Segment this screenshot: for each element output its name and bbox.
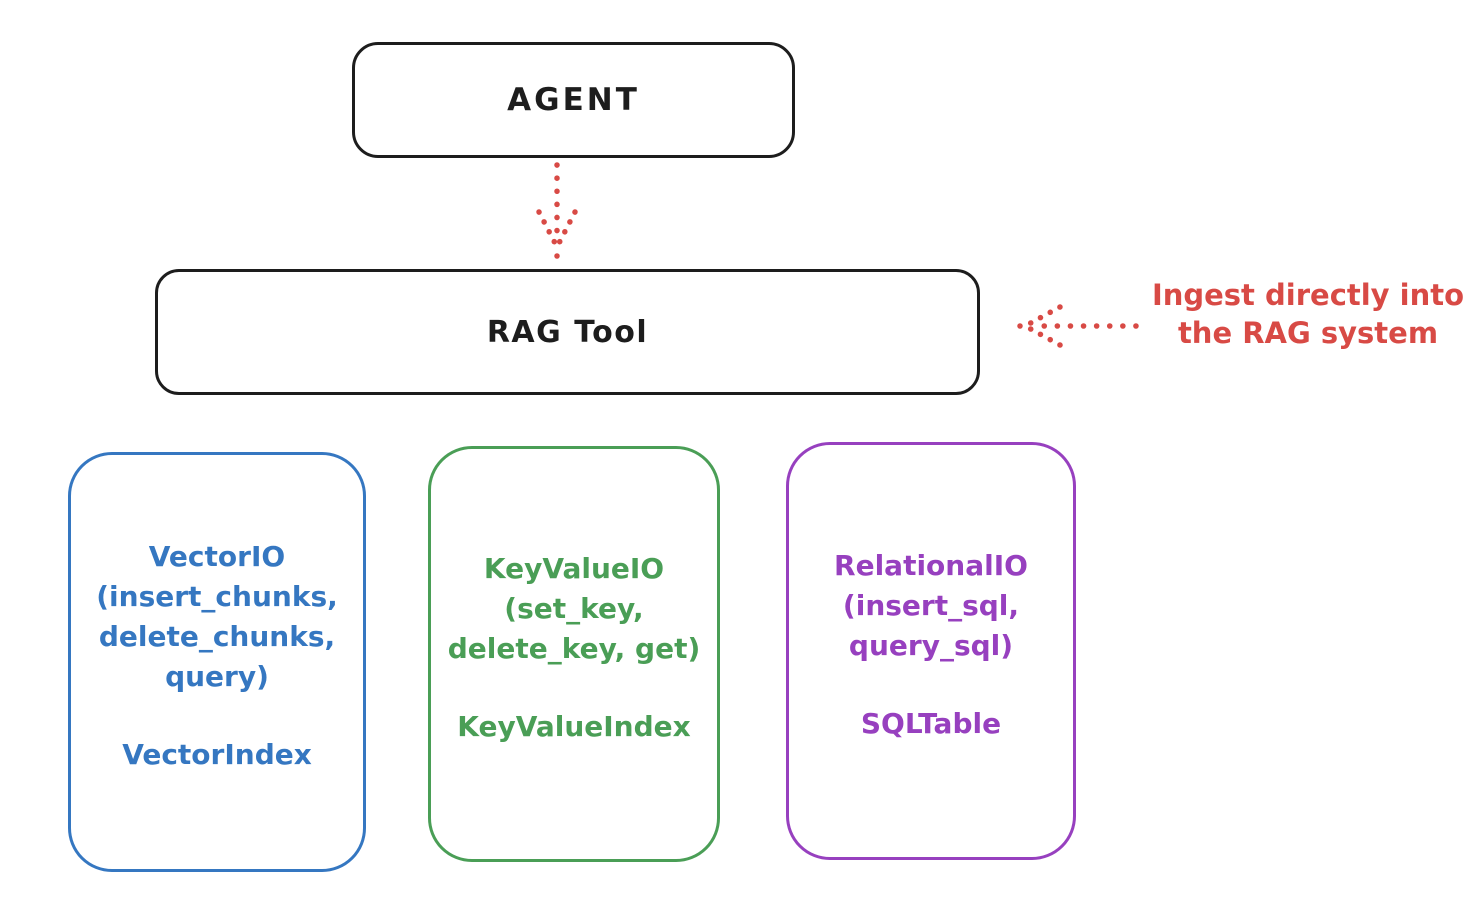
relational-io-methods: RelationalIO (insert_sql, query_sql): [834, 546, 1028, 666]
vector-index-label: VectorIndex: [122, 738, 312, 771]
vector-io-methods-line: (insert_chunks,: [96, 580, 338, 613]
relational-io-class-name: RelationalIO: [834, 549, 1028, 582]
annotation-line-1: Ingest directly into: [1151, 278, 1465, 312]
relational-io-methods-line: (insert_sql,: [842, 589, 1020, 622]
annotation-line-2: the RAG system: [1177, 316, 1439, 350]
down-dotted-arrow-icon: [536, 162, 578, 259]
annotation-ingest: Ingest directly into the RAG system: [1138, 276, 1478, 352]
agent-node: AGENT: [352, 42, 795, 158]
backend-node-keyvalue-io: KeyValueIO (set_key, delete_key, get) Ke…: [428, 446, 720, 862]
keyvalue-io-methods-line: (set_key,: [504, 592, 644, 625]
left-dotted-arrow-icon: [1017, 304, 1139, 348]
backend-node-vector-io: VectorIO (insert_chunks, delete_chunks, …: [68, 452, 366, 872]
vector-io-methods-line: query): [165, 660, 269, 693]
keyvalue-index-label: KeyValueIndex: [457, 710, 691, 743]
vector-io-methods-line: delete_chunks,: [98, 620, 336, 653]
rag-tool-label: RAG Tool: [486, 314, 649, 350]
backend-node-relational-io: RelationalIO (insert_sql, query_sql) SQL…: [786, 442, 1076, 860]
vector-io-class-name: VectorIO: [148, 540, 286, 573]
sql-table-label: SQLTable: [860, 707, 1002, 740]
agent-label: AGENT: [507, 82, 640, 118]
keyvalue-io-methods-line: delete_key, get): [447, 632, 701, 665]
keyvalue-io-class-name: KeyValueIO: [483, 552, 665, 585]
relational-io-methods-line: query_sql): [848, 629, 1014, 662]
vector-io-methods: VectorIO (insert_chunks, delete_chunks, …: [96, 537, 338, 697]
keyvalue-io-methods: KeyValueIO (set_key, delete_key, get): [448, 549, 701, 669]
rag-tool-node: RAG Tool: [155, 269, 980, 395]
